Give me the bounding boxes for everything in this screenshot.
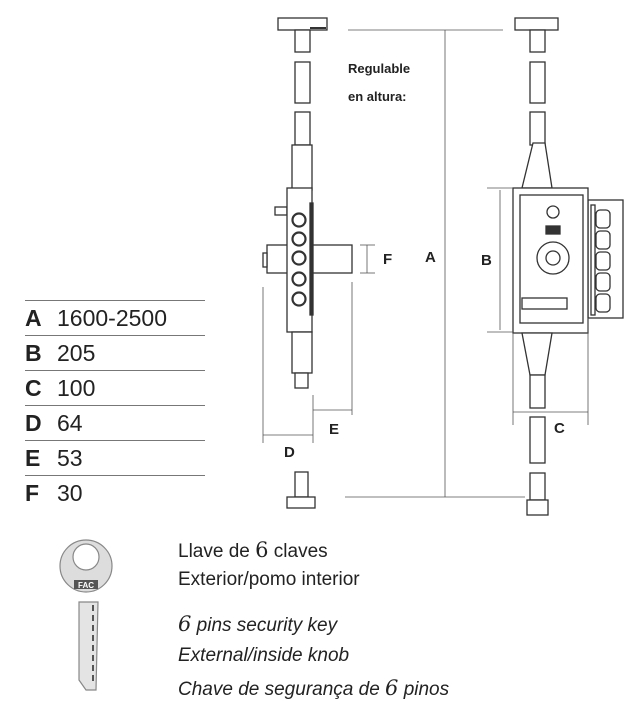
description-es-line1: Llave de 6 claves [178,538,328,563]
dim-label-e: E [329,421,339,438]
pin-count: 6 [178,612,192,636]
dim-label-d: D [284,444,295,461]
dim-label-b: B [481,252,492,269]
dimension-row-a: A 1600-2500 [25,300,205,335]
lock-brand-badge [545,225,561,235]
adjustable-note-line2: en altura: [348,89,407,104]
dimension-letter: A [25,304,42,331]
dim-label-c: C [554,420,565,437]
dimension-row-d: D 64 [25,405,205,440]
dimension-letter: F [25,479,40,506]
description-es-line2: Exterior/pomo interior [178,569,360,590]
text: pins security key [191,615,338,636]
dimension-letter: E [25,444,41,471]
dimension-letter: C [25,374,42,401]
dimension-row-f: F 30 [25,475,205,510]
front-view [512,17,624,516]
dimension-value: 53 [57,444,83,471]
key-icon: FAC [59,539,113,691]
dimension-value: 64 [57,409,83,436]
text: Llave de [178,541,256,562]
pin-count: 6 [385,676,399,700]
dimensions-table: A 1600-2500 B 205 C 100 D 64 E 53 F 30 [25,300,205,510]
dimension-letter: D [25,409,42,436]
dim-label-a: A [425,249,436,266]
text: claves [268,541,328,562]
description-pt-line1: Chave de segurança de 6 pinos [178,676,449,701]
dimension-value: 30 [57,479,83,506]
dimension-value: 100 [57,374,96,401]
pin-count: 6 [255,538,269,562]
dimension-value: 205 [57,339,96,366]
description-en-line2: External/inside knob [178,645,350,666]
text: pinos [398,679,450,700]
adjustable-note-line1: Regulable [348,61,410,76]
dimension-row-e: E 53 [25,440,205,475]
key-brand-logo: FAC [78,581,94,590]
dimension-value: 1600-2500 [57,304,167,331]
text: Chave de segurança de [178,679,386,700]
description-en-line1: 6 pins security key [178,612,337,637]
dimension-row-b: B 205 [25,335,205,370]
dimension-row-c: C 100 [25,370,205,405]
side-view [262,17,353,509]
dimension-lines [262,29,589,498]
dimension-letter: B [25,339,42,366]
dim-label-f: F [383,251,392,268]
